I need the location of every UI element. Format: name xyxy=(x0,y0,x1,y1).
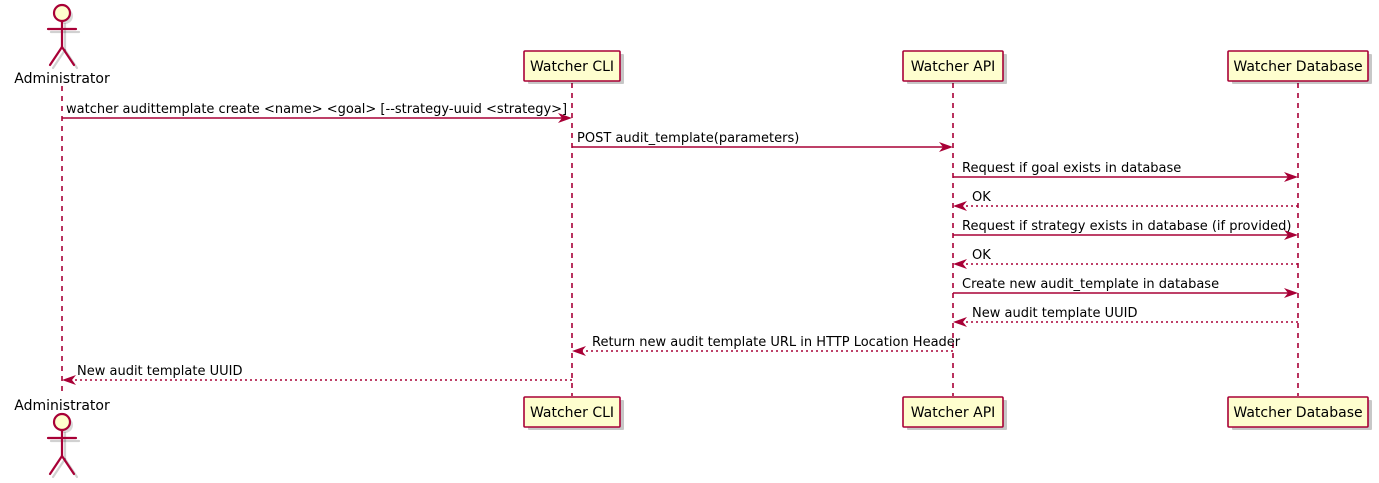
message-label: OK xyxy=(972,248,991,263)
participant-watcher-api-top[interactable]: Watcher API xyxy=(902,50,1007,84)
actor-head-icon xyxy=(52,412,72,432)
participant-label: Watcher API xyxy=(911,405,996,421)
arrowhead-left-icon xyxy=(62,375,76,385)
actor-leg-left xyxy=(48,454,64,476)
message-label: watcher audittemplate create <name> <goa… xyxy=(66,102,567,117)
arrowhead-left-icon xyxy=(953,317,967,327)
actor-label: Administrator xyxy=(14,398,110,414)
actor-head-icon xyxy=(52,3,72,23)
arrowhead-right-icon xyxy=(1284,288,1298,298)
actor-administrator-top[interactable]: Administrator xyxy=(14,3,110,87)
message-arrow[interactable]: New audit template UUID xyxy=(62,364,572,385)
participant-box[interactable] xyxy=(523,50,621,82)
arrowhead-left-icon xyxy=(953,201,967,211)
participant-label: Watcher API xyxy=(911,59,996,75)
message-arrow[interactable]: POST audit_template(parameters) xyxy=(572,131,953,152)
arrowhead-right-icon xyxy=(1284,172,1298,182)
actor-administrator-bottom[interactable]: Administrator xyxy=(14,398,110,479)
message-arrow[interactable]: watcher audittemplate create <name> <goa… xyxy=(62,102,572,123)
participant-box[interactable] xyxy=(1227,396,1369,428)
actor-leg-left xyxy=(48,45,64,67)
message-arrow[interactable]: Return new audit template URL in HTTP Lo… xyxy=(572,335,961,356)
participant-watcher-database-top[interactable]: Watcher Database xyxy=(1227,50,1372,84)
actor-leg-right xyxy=(60,45,76,67)
participant-box[interactable] xyxy=(523,396,621,428)
message-label: New audit template UUID xyxy=(77,364,242,379)
arrowhead-right-icon xyxy=(1284,230,1298,240)
actor-label: Administrator xyxy=(14,71,110,87)
participant-box[interactable] xyxy=(1227,50,1369,82)
participant-watcher-cli-bottom[interactable]: Watcher CLI xyxy=(523,396,624,430)
participant-label: Watcher Database xyxy=(1233,405,1362,421)
arrowhead-left-icon xyxy=(572,346,586,356)
participant-box[interactable] xyxy=(902,396,1004,428)
participant-box[interactable] xyxy=(902,50,1004,82)
participant-label: Watcher CLI xyxy=(530,59,614,75)
message-arrow[interactable]: OK xyxy=(953,190,1298,211)
message-label: Create new audit_template in database xyxy=(962,277,1219,292)
message-label: OK xyxy=(972,190,991,205)
participant-label: Watcher CLI xyxy=(530,405,614,421)
message-arrow[interactable]: New audit template UUID xyxy=(953,306,1298,327)
participant-watcher-database-bottom[interactable]: Watcher Database xyxy=(1227,396,1372,430)
message-label: New audit template UUID xyxy=(972,306,1137,321)
message-label: Request if goal exists in database xyxy=(962,161,1181,176)
participant-label: Watcher Database xyxy=(1233,59,1362,75)
arrowhead-left-icon xyxy=(953,259,967,269)
participant-watcher-cli-top[interactable]: Watcher CLI xyxy=(523,50,624,84)
message-label: Request if strategy exists in database (… xyxy=(962,219,1291,234)
arrowhead-right-icon xyxy=(558,113,572,123)
actor-leg-right xyxy=(60,454,76,476)
arrowhead-right-icon xyxy=(939,142,953,152)
participant-watcher-api-bottom[interactable]: Watcher API xyxy=(902,396,1007,430)
message-label: POST audit_template(parameters) xyxy=(577,131,799,146)
message-arrow[interactable]: Create new audit_template in database xyxy=(953,277,1298,298)
message-arrow[interactable]: Request if goal exists in database xyxy=(953,161,1298,182)
message-label: Return new audit template URL in HTTP Lo… xyxy=(592,335,961,350)
message-arrow[interactable]: Request if strategy exists in database (… xyxy=(953,219,1298,240)
message-arrow[interactable]: OK xyxy=(953,248,1298,269)
lifelines xyxy=(61,83,1299,396)
